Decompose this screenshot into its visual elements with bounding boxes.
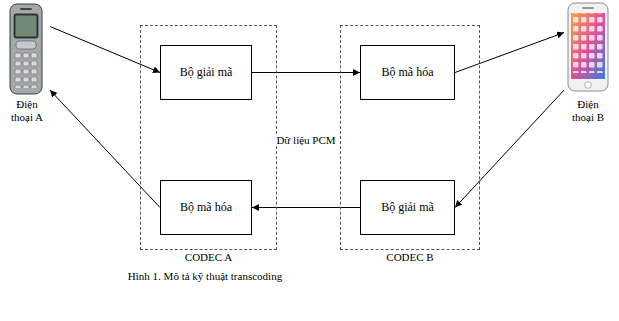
signal-arrow: [252, 207, 360, 208]
node-caption: Điện thoại A: [4, 98, 50, 124]
box-label: Bộ mã hóa: [180, 200, 232, 215]
phone-b-icon: [568, 3, 608, 91]
process-box: Bộ giải mã: [360, 180, 455, 235]
node-caption: CODEC A: [141, 251, 276, 263]
phone-a-icon: [10, 4, 42, 94]
box-label: Bộ giải mã: [381, 200, 434, 215]
signal-label: Dữ liệu PCM: [274, 134, 337, 146]
signal-arrow: [252, 72, 360, 73]
box-label: Bộ mã hóa: [382, 65, 434, 80]
signal-arrow: [455, 90, 564, 207]
phone-node: Điện thoại A: [4, 2, 50, 124]
node-caption: Điện thoại B: [565, 98, 611, 124]
signal-arrow: [455, 33, 564, 73]
process-box: Bộ giải mã: [160, 45, 252, 100]
codec-group: CODEC BBộ mã hóaBộ giải mã: [340, 25, 480, 250]
signal-arrow: [50, 26, 160, 72]
figure-caption: Hình 1. Mô tả kỹ thuật transcoding: [126, 270, 284, 282]
signal-arrow: [50, 90, 160, 207]
codec-group: CODEC ABộ giải mãBộ mã hóa: [140, 25, 277, 250]
box-label: Bộ giải mã: [180, 65, 233, 80]
node-caption: CODEC B: [341, 251, 479, 263]
phone-node: Điện thoại B: [564, 2, 612, 124]
process-box: Bộ mã hóa: [360, 45, 455, 100]
process-box: Bộ mã hóa: [160, 180, 252, 235]
